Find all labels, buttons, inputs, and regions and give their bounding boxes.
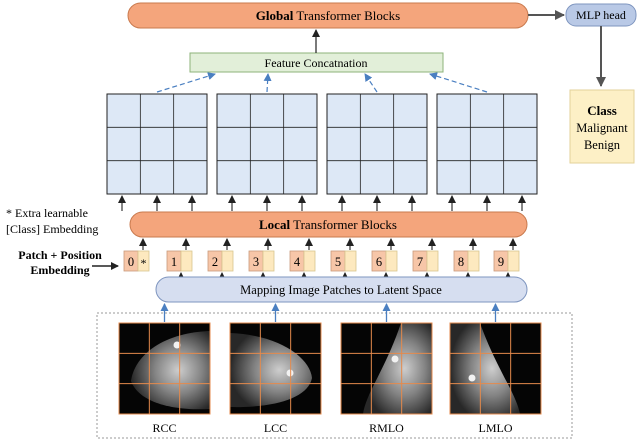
token-index-label: 2 [212,255,218,269]
extra-learnable-note-1: * Extra learnable [6,206,88,220]
feature-concat-label: Feature Concatnation [265,56,368,70]
token-index-label: 8 [458,255,464,269]
local-transformer-label: Local Transformer Blocks [259,217,397,232]
token-8: 8 [453,238,480,280]
patch-position-label-1: Patch + Position [18,248,102,262]
class-benign: Benign [584,138,621,152]
mapping-label: Mapping Image Patches to Latent Space [240,283,442,297]
view-label-rcc: RCC [152,421,176,435]
grid-to-concat-arrow [263,73,272,93]
token-index-label: 6 [376,255,382,269]
output-grid-1 [106,93,208,195]
token-2: 2 [207,238,234,280]
mapping-box [155,276,528,303]
global-transformer-label: Global Transformer Blocks [256,8,400,23]
token-embedding-cell [221,250,234,272]
view-label-lcc: LCC [264,421,287,435]
class-title: Class [587,103,617,118]
output-grids [106,72,538,211]
view-label-lmlo: LMLO [479,421,513,435]
bright-spot [173,341,181,349]
patch-frame [229,322,322,415]
grid-frame [326,93,428,195]
token-index-label: 1 [171,255,177,269]
grid-frame [436,93,538,195]
bright-spot [391,355,399,363]
token-embedding-cell [507,250,520,272]
patch-frame [340,322,433,415]
token-embedding-cell [426,250,439,272]
breast-tissue [450,323,520,414]
grid-to-concat-arrow [429,72,488,93]
token-index-label: 5 [335,255,341,269]
output-grid-4 [436,93,538,195]
token-5: 5 [330,238,357,280]
grid-frame [216,93,318,195]
class-token-mark: * [141,256,147,270]
patch-frame [118,322,211,415]
output-grid-2 [216,93,318,195]
patch-frame [449,322,542,415]
token-9: 9 [493,238,520,280]
images-panel [96,312,573,439]
token-4: 4 [289,238,316,280]
mlp-head-label: MLP head [576,8,626,22]
mammogram-lcc: LCC [229,322,322,435]
local-transformer-block [129,211,528,238]
breast-tissue [230,333,312,408]
mammogram-images: RCC LCC RMLO LMLO [118,303,542,435]
token-index-label: 0 [128,255,134,269]
patch-position-label-2: Embedding [30,263,89,277]
mammogram-rmlo: RMLO [340,322,433,435]
mammogram-rcc: RCC [118,322,211,435]
bright-spot [468,374,476,382]
token-embedding-cell [180,250,193,272]
view-label-rmlo: RMLO [369,421,404,435]
token-embedding-cell [344,250,357,272]
output-grid-3 [326,93,428,195]
token-1: 1 [166,238,193,280]
token-index-label: 9 [498,255,504,269]
class-output-box [569,89,635,164]
breast-tissue [131,331,210,410]
token-index-label: 7 [417,255,423,269]
grid-to-concat-arrow [156,72,216,93]
token-embedding-cell [137,250,150,272]
token-6: 6 [371,238,398,280]
token-embedding-cell [262,250,275,272]
token-0: 0* [123,238,150,272]
mammogram-lmlo: LMLO [449,322,542,435]
token-embedding-cell [385,250,398,272]
breast-tissue [363,323,432,414]
token-3: 3 [248,238,275,280]
grid-to-concat-arrow [364,73,378,93]
token-index-label: 4 [294,255,301,269]
bright-spot [286,369,294,377]
token-embedding-cell [303,250,316,272]
class-malignant: Malignant [576,121,628,135]
token-index-label: 3 [253,255,259,269]
grid-frame [106,93,208,195]
token-7: 7 [412,238,439,280]
token-embedding-cell [467,250,480,272]
extra-learnable-note-2: [Class] Embedding [6,222,98,236]
